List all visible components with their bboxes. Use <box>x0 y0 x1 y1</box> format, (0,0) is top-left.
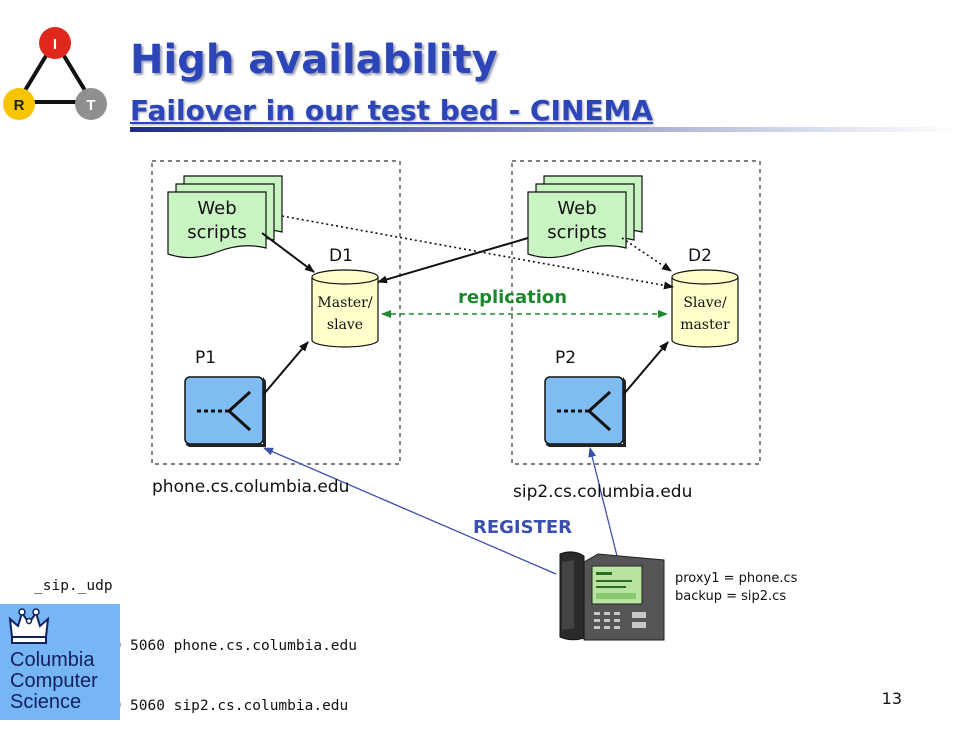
slide-subtitle: Failover in our test bed - CINEMA <box>130 94 653 128</box>
scripts1-to-d1-arrow <box>261 232 315 273</box>
db2-label: Slave/ master <box>672 292 738 336</box>
web-scripts-2-icon <box>527 175 643 259</box>
db2-line2: master <box>680 317 730 333</box>
p1-to-d1-arrow <box>262 341 309 396</box>
register-to-p1-arrow <box>263 447 557 575</box>
slide-title: High availability <box>130 37 498 83</box>
db1-label: Master/ slave <box>312 292 378 336</box>
slide-subtitle-text: Failover in our test bed - CINEMA <box>130 94 654 127</box>
logo-t-circle <box>75 88 107 120</box>
host2-label: sip2.cs.columbia.edu <box>513 482 693 502</box>
p2-label: P2 <box>555 348 577 368</box>
db2-line1: Slave/ <box>683 295 727 311</box>
scripts1-to-d2-dotted-arrow <box>281 215 674 290</box>
phone-note-line1: proxy1 = phone.cs <box>675 571 798 586</box>
diagram-canvas <box>151 160 761 641</box>
p2-to-d2-arrow <box>622 341 669 396</box>
proxy-p1-icon <box>184 376 266 447</box>
columbia-line3: Science <box>10 691 82 713</box>
proxy-p2-icon <box>544 376 626 447</box>
crown-icon <box>8 608 50 644</box>
db1-line2: slave <box>326 317 364 333</box>
database-d2-icon <box>671 269 739 348</box>
replication-label: replication <box>458 287 568 308</box>
web-scripts-2-line1: Web <box>557 198 597 219</box>
logo-r-letter: R <box>14 97 25 114</box>
columbia-text: Columbia Computer Science <box>10 650 98 713</box>
dns-line-1: _sip._udp <box>34 578 113 594</box>
web-scripts-1-line1: Web <box>197 198 237 219</box>
host1-label: phone.cs.columbia.edu <box>152 477 350 497</box>
logo-i-circle <box>39 27 71 59</box>
irt-logo: I R T <box>3 27 107 120</box>
scripts2-to-d1-arrow <box>377 237 529 284</box>
d2-label: D2 <box>688 246 712 266</box>
ip-phone-icon <box>559 551 665 641</box>
columbia-line2: Computer <box>10 670 98 692</box>
host2-box <box>511 160 761 465</box>
host1-box <box>151 160 401 465</box>
title-rule <box>130 127 956 132</box>
database-d1-icon <box>311 269 379 348</box>
p1-label: P1 <box>195 348 217 368</box>
logo-i-letter: I <box>53 36 57 53</box>
db1-line1: Master/ <box>317 295 373 311</box>
phone-note-line2: backup = sip2.cs <box>675 589 787 604</box>
columbia-line1: Columbia <box>10 649 95 671</box>
scripts2-to-d2-dotted-arrow <box>621 237 672 272</box>
register-label: REGISTER <box>473 517 573 538</box>
web-scripts-1-line2: scripts <box>187 222 247 243</box>
logo-t-letter: T <box>86 97 95 114</box>
web-scripts-1-label: Web scripts <box>169 197 265 245</box>
register-to-p2-arrow <box>588 447 619 561</box>
phone-config-note: proxy1 = phone.cs backup = sip2.cs <box>675 570 797 606</box>
web-scripts-2-label: Web scripts <box>529 197 625 245</box>
page-number: 13 <box>881 689 902 708</box>
d1-label: D1 <box>329 246 353 266</box>
web-scripts-2-line2: scripts <box>547 222 607 243</box>
logo-r-circle <box>3 88 35 120</box>
web-scripts-1-icon <box>167 175 283 259</box>
